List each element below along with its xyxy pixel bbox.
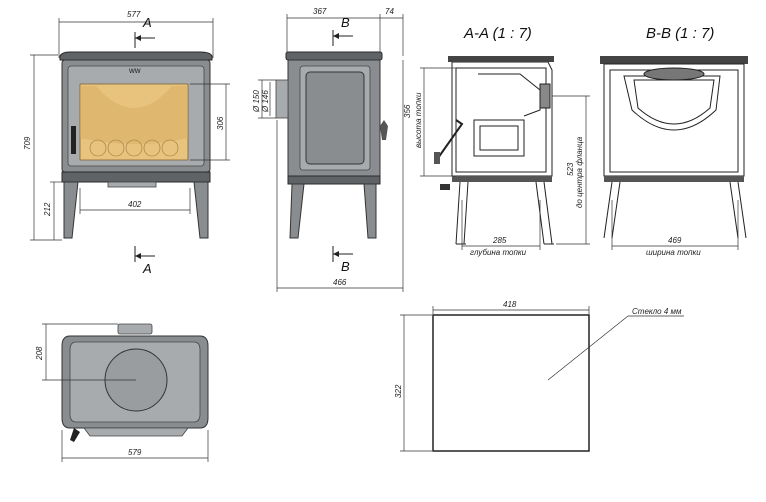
dim-glass-height: 306 — [216, 116, 225, 130]
section-aa: A-A (1 : 7) 356 высота топки 523 до ц — [403, 25, 590, 257]
dim-flue-outer: Ø 150 — [252, 90, 261, 113]
section-mark-a-top: A — [142, 15, 152, 30]
dim-flue-offset: 74 — [385, 7, 394, 16]
svg-text:ww: ww — [128, 66, 141, 75]
dim-front-width: 577 — [127, 10, 141, 19]
dim-firebox-depth: 285 — [492, 236, 507, 245]
label-firebox-depth: глубина топки — [470, 248, 527, 257]
section-aa-title: A-A (1 : 7) — [463, 25, 532, 42]
glass-note: Стекло 4 мм — [632, 307, 682, 316]
side-view: 367 74 B Ø 150 Ø 146 B — [252, 7, 404, 292]
dim-side-total: 466 — [333, 278, 347, 287]
door-handle — [71, 126, 76, 154]
dim-glass-width: 418 — [503, 300, 517, 309]
dim-flange-center: 523 — [566, 162, 575, 176]
dim-leg-span: 402 — [128, 200, 142, 209]
section-bb: B-B (1 : 7) 469 ширина топки — [600, 25, 748, 257]
section-bb-title: B-B (1 : 7) — [646, 25, 714, 42]
glass-panel — [432, 314, 590, 452]
dim-leg-height: 212 — [43, 202, 52, 217]
dim-top-depth: 208 — [35, 346, 44, 361]
section-mark-b-top: B — [341, 15, 350, 30]
section-mark-b-bottom: B — [341, 259, 350, 274]
top-view: 208 579 — [35, 323, 209, 462]
label-firebox-height: высота топки — [414, 92, 423, 148]
dim-flue-inner: Ø 146 — [261, 90, 270, 113]
label-firebox-width: ширина топки — [646, 248, 701, 257]
dim-top-width: 579 — [128, 448, 142, 457]
label-flange-center: до центра фланца — [575, 136, 584, 208]
dim-side-depth: 367 — [313, 7, 327, 16]
flue-pipe — [275, 79, 289, 119]
dim-firebox-height: 356 — [403, 104, 412, 118]
dim-front-height: 709 — [23, 136, 32, 150]
front-view: 577 A ww 709 — [23, 10, 230, 276]
glass-panel-drawing: 418 322 Стекло 4 мм — [394, 300, 684, 452]
dim-firebox-width: 469 — [668, 236, 682, 245]
section-mark-a-bottom: A — [142, 261, 152, 276]
dim-glass-height: 322 — [394, 384, 403, 398]
